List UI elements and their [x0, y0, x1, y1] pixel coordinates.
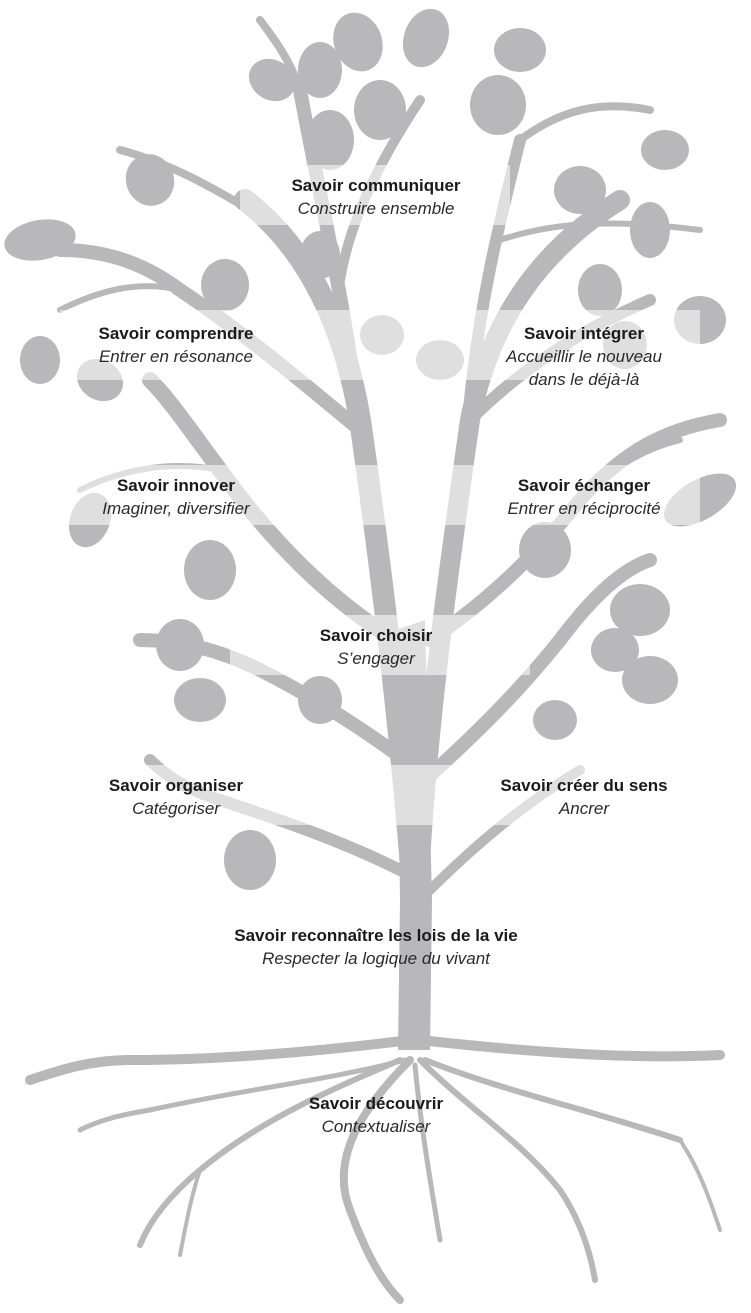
branches — [53, 16, 727, 895]
node-subtitle-line2: dans le déjà-là — [528, 370, 640, 389]
node-savoir-integrer: Savoir intégrer Accueillir le nouveau da… — [474, 322, 694, 391]
node-title: Savoir comprendre — [98, 324, 254, 343]
node-savoir-choisir: Savoir choisir S’engager — [266, 624, 486, 670]
node-title: Savoir reconnaître les lois de la vie — [234, 926, 518, 945]
node-subtitle: Contextualiser — [321, 1117, 431, 1136]
node-title: Savoir choisir — [319, 626, 433, 645]
node-title: Savoir créer du sens — [500, 776, 668, 795]
node-savoir-organiser: Savoir organiser Catégoriser — [76, 774, 276, 820]
node-subtitle: Accueillir le nouveau — [506, 347, 662, 366]
node-title: Savoir communiquer — [291, 176, 461, 195]
node-title: Savoir découvrir — [308, 1094, 444, 1113]
node-subtitle: Catégoriser — [132, 799, 220, 818]
node-title: Savoir organiser — [108, 776, 244, 795]
node-savoir-communiquer: Savoir communiquer Construire ensemble — [226, 174, 526, 220]
label-bands — [60, 165, 700, 825]
node-subtitle: Respecter la logique du vivant — [262, 949, 490, 968]
node-savoir-reconnaitre-les-lois-de-la-vie: Savoir reconnaître les lois de la vie Re… — [176, 924, 576, 970]
node-title: Savoir innover — [116, 476, 236, 495]
roots — [25, 1035, 725, 1304]
node-savoir-comprendre: Savoir comprendre Entrer en résonance — [76, 322, 276, 368]
node-savoir-innover: Savoir innover Imaginer, diversifier — [76, 474, 276, 520]
node-savoir-creer-du-sens: Savoir créer du sens Ancrer — [474, 774, 694, 820]
node-title: Savoir échanger — [517, 476, 651, 495]
node-subtitle: Imaginer, diversifier — [102, 499, 250, 518]
node-subtitle: Entrer en réciprocité — [507, 499, 661, 518]
node-subtitle: Construire ensemble — [297, 199, 455, 218]
node-title: Savoir intégrer — [524, 324, 644, 343]
node-subtitle: Ancrer — [558, 799, 610, 818]
node-subtitle: Entrer en résonance — [98, 347, 254, 366]
node-savoir-echanger: Savoir échanger Entrer en réciprocité — [474, 474, 694, 520]
node-savoir-decouvrir: Savoir découvrir Contextualiser — [276, 1092, 476, 1138]
node-subtitle: S’engager — [337, 649, 415, 668]
